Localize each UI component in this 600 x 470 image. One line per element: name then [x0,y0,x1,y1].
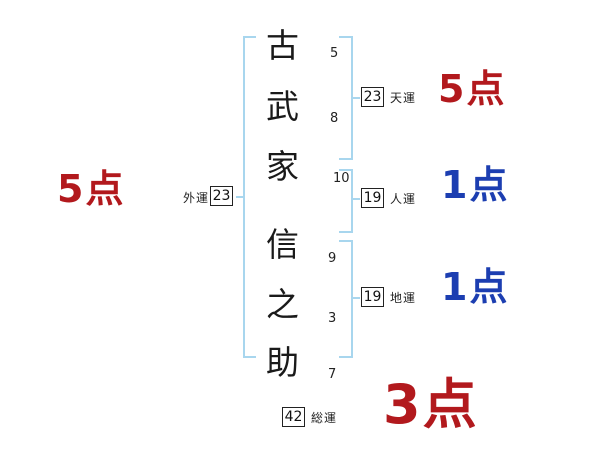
chiun-bracket-label-tick [352,297,360,299]
name-char-3: 家 [266,147,299,186]
tenun-label: 天運 [390,91,417,105]
jinun-bracket-vertical-line [351,169,353,233]
chiun-value-box: 19 [361,287,384,307]
souun-label: 総運 [311,411,338,425]
jinun-value-box: 19 [361,188,384,208]
stroke-count-4: 9 [328,251,337,266]
stroke-count-5: 3 [328,311,337,326]
name-char-4: 信 [266,225,299,264]
name-char-1: 古 [266,26,299,65]
souun-value-box: 42 [282,407,305,427]
gaiun-score: 5点 [57,167,126,211]
tenun-bracket-bottom-tick [339,158,352,160]
chiun-label: 地運 [390,291,417,305]
gaiun-value: 23 [212,188,231,204]
jinun-score: 1点 [441,163,510,207]
tenun-score: 5点 [438,67,507,111]
souun-value: 42 [284,409,303,425]
jinun-bracket-bottom-tick [339,231,352,233]
gaiun-bracket-vertical-line [243,36,245,358]
souun-score: 3点 [383,373,479,436]
tenun-value: 23 [363,89,382,105]
gaiun-value-box: 23 [210,186,233,206]
name-char-2: 武 [266,87,299,126]
jinun-label: 人運 [390,192,417,206]
chiun-score: 1点 [441,265,510,309]
jinun-bracket-top-tick [339,169,352,171]
stroke-count-6: 7 [328,367,337,382]
jinun-bracket-label-tick [352,198,360,200]
gaiun-bracket-label-tick [236,196,243,198]
chiun-value: 19 [363,289,382,305]
stroke-count-1: 5 [330,46,339,61]
gaiun-label: 外運 [183,191,210,205]
tenun-bracket-top-tick [339,36,352,38]
tenun-bracket-label-tick [352,97,360,99]
name-char-6: 助 [266,343,299,382]
chiun-bracket-bottom-tick [339,356,352,358]
gaiun-bracket-bottom-tick [243,356,256,358]
stroke-count-3: 10 [333,171,350,186]
stroke-count-2: 8 [330,111,339,126]
gaiun-bracket-top-tick [243,36,256,38]
jinun-value: 19 [363,190,382,206]
chiun-bracket-vertical-line [351,240,353,358]
chiun-bracket-top-tick [339,240,352,242]
tenun-value-box: 23 [361,87,384,107]
name-char-5: 之 [266,285,299,324]
